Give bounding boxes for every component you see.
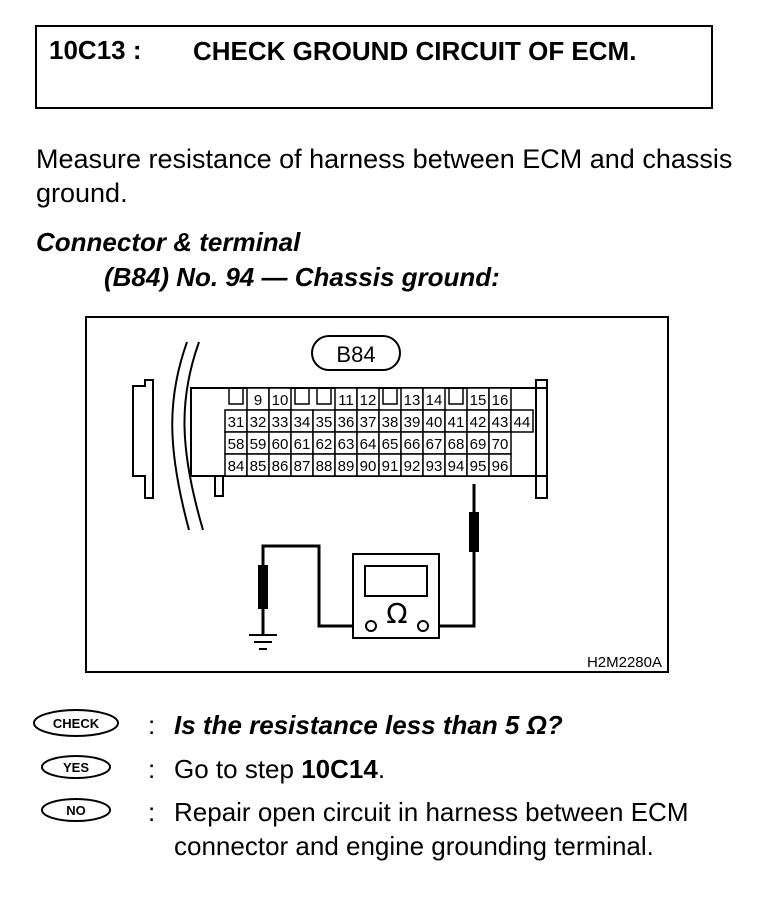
terminal-notch xyxy=(316,388,332,405)
terminal-label: 9 xyxy=(254,392,262,409)
terminal-label: 66 xyxy=(404,436,421,453)
terminal-label: 14 xyxy=(426,392,443,409)
terminal-label: 13 xyxy=(404,392,421,409)
cut-line-marks xyxy=(171,341,204,531)
terminal-label: 37 xyxy=(360,414,377,431)
terminal-top-row: 9 10 11 12 13 14 15 16 xyxy=(228,387,512,411)
terminal-label: 35 xyxy=(316,414,333,431)
terminal-label: 87 xyxy=(294,458,311,475)
terminal-label: 59 xyxy=(250,436,267,453)
terminal-label: 36 xyxy=(338,414,355,431)
connector-detail: (B84) No. 94 — Chassis ground: xyxy=(104,262,500,292)
terminal-label: 64 xyxy=(360,436,377,453)
terminal-label: 41 xyxy=(448,414,465,431)
terminal-label: 42 xyxy=(470,414,487,431)
step-header-box: 10C13 : CHECK GROUND CIRCUIT OF ECM. xyxy=(35,25,713,109)
terminal-label: 69 xyxy=(470,436,487,453)
terminal-label: 62 xyxy=(316,436,333,453)
terminal-label: 43 xyxy=(492,414,509,431)
terminal-label: 33 xyxy=(272,414,289,431)
terminal-label: 89 xyxy=(338,458,355,475)
check-question: Is the resistance less than 5 Ω? xyxy=(174,710,563,740)
terminal-label: 70 xyxy=(492,436,509,453)
connector-heading: Connector & terminal xyxy=(36,227,301,257)
yes-text-suffix: . xyxy=(377,754,386,784)
probe-wires xyxy=(261,484,476,634)
terminal-label: 84 xyxy=(228,458,245,475)
connector-label-b84: B84 xyxy=(311,335,401,371)
terminal-grid: 31 32 33 34 35 36 37 38 39 40 41 42 43 44 58 59 60 61 62 63… xyxy=(224,409,534,477)
ohm-symbol: Ω xyxy=(386,597,407,630)
terminal-label: 68 xyxy=(448,436,465,453)
yes-badge-icon: YES xyxy=(32,752,120,782)
terminal-label: 10 xyxy=(272,392,289,409)
no-text: Repair open circuit in harness between E… xyxy=(174,797,689,861)
step-title: CHECK GROUND CIRCUIT OF ECM. xyxy=(193,36,637,66)
yes-text: Go to step 10C14. xyxy=(174,752,734,786)
instruction-text: Measure resistance of harness between EC… xyxy=(36,144,733,208)
terminal-label: 15 xyxy=(470,392,487,409)
terminal-label: 93 xyxy=(426,458,443,475)
yes-colon: : xyxy=(148,754,156,784)
terminal-label: 94 xyxy=(448,458,465,475)
terminal-notch xyxy=(228,388,244,405)
terminal-label: 95 xyxy=(470,458,487,475)
terminal-cell xyxy=(488,453,512,477)
connector-label-text: B84 xyxy=(336,342,375,367)
step-code: 10C13 : xyxy=(49,35,142,65)
terminal-label: 11 xyxy=(338,392,354,409)
yes-badge-text: YES xyxy=(63,760,89,775)
terminal-label: 32 xyxy=(250,414,267,431)
terminal-label: 90 xyxy=(360,458,377,475)
terminal-label: 92 xyxy=(404,458,421,475)
no-badge-icon: NO xyxy=(32,795,120,825)
no-colon: : xyxy=(148,797,156,827)
yes-text-prefix: Go to step xyxy=(174,754,302,784)
terminal-label: 63 xyxy=(338,436,355,453)
terminal-label: 88 xyxy=(316,458,333,475)
terminal-notch xyxy=(294,388,310,405)
check-badge-text: CHECK xyxy=(53,716,100,731)
terminal-label: 91 xyxy=(382,458,399,475)
connector-diagram: B84 9 10 11 12 13 14 15 16 31 32 33 34 35 36 37 38 39 40… xyxy=(85,316,669,673)
terminal-label: 12 xyxy=(360,392,377,409)
terminal-label: 67 xyxy=(426,436,443,453)
chassis-ground-icon xyxy=(249,634,277,650)
terminal-label: 58 xyxy=(228,436,245,453)
figure-id: H2M2280A xyxy=(587,654,662,671)
terminal-label: 60 xyxy=(272,436,289,453)
ohmmeter-icon xyxy=(352,553,440,639)
terminal-label: 96 xyxy=(492,458,509,475)
terminal-label: 16 xyxy=(492,392,509,409)
yes-step-ref: 10C14 xyxy=(301,754,378,784)
diagram-drawing: B84 9 10 11 12 13 14 15 16 31 32 33 34 35 36 37 38 39 40… xyxy=(132,335,662,671)
terminal-notch xyxy=(448,388,464,405)
terminal-label: 40 xyxy=(426,414,443,431)
probe-tips xyxy=(258,512,479,609)
terminal-label: 86 xyxy=(272,458,289,475)
check-badge-icon: CHECK xyxy=(32,708,120,738)
terminal-label: 38 xyxy=(382,414,399,431)
no-badge-text: NO xyxy=(66,803,86,818)
terminal-label: 34 xyxy=(294,414,311,431)
terminal-label: 61 xyxy=(294,436,311,453)
terminal-cell xyxy=(510,409,534,433)
terminal-label: 85 xyxy=(250,458,267,475)
terminal-label: 31 xyxy=(228,414,245,431)
terminal-notch xyxy=(382,388,398,405)
terminal-label: 39 xyxy=(404,414,421,431)
terminal-label: 44 xyxy=(514,414,531,431)
check-colon: : xyxy=(148,710,156,740)
terminal-label: 65 xyxy=(382,436,399,453)
